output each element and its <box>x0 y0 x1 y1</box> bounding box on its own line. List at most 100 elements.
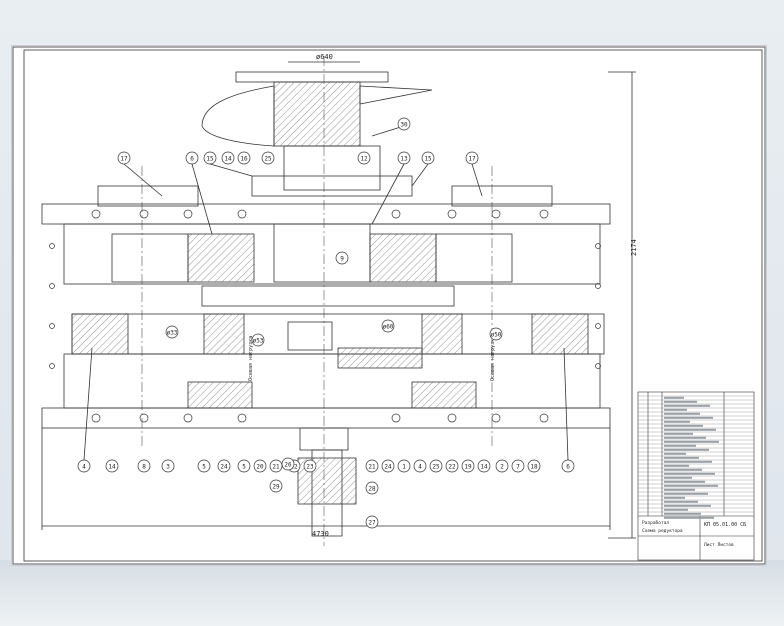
upper-left-block <box>111 233 189 283</box>
flange-bolts <box>49 209 601 423</box>
balloon-label-b25: 25 <box>264 155 272 162</box>
balloon-b7 <box>511 459 525 473</box>
right-top-box <box>451 185 553 207</box>
leader-17a <box>123 163 163 197</box>
parts-list-text-stroke <box>664 484 718 487</box>
parts-list-text-stroke <box>664 436 706 439</box>
title-line-4: Лист Листов <box>704 542 734 548</box>
parts-list-text-stroke <box>664 492 708 495</box>
balloon-label-b18: 18 <box>530 463 538 470</box>
balloon-b19 <box>461 459 475 473</box>
parts-list-text-stroke <box>664 412 700 415</box>
balloon-label-b260: ø60 <box>383 323 394 330</box>
balloon-b933 <box>165 325 179 339</box>
balloon-label-b450: ø50 <box>491 331 502 338</box>
parts-list-text-stroke <box>664 444 696 447</box>
balloon-b15a <box>203 151 217 165</box>
balloon-label-b21l: 21 <box>272 463 280 470</box>
parts-list-text-stroke <box>664 476 692 479</box>
balloon-b5l <box>197 459 211 473</box>
parts-list-text-stroke <box>664 516 714 519</box>
balloon-label-b17b: 17 <box>468 155 476 162</box>
upper-shaft-housing <box>283 145 381 191</box>
balloon-label-b22: 22 <box>290 463 298 470</box>
impeller-blade <box>201 85 275 147</box>
balloon-b9 <box>335 251 349 265</box>
parts-list-text-stroke <box>664 508 688 511</box>
center-coupling <box>287 321 333 351</box>
balloon-b12 <box>357 151 371 165</box>
left-top-box <box>97 185 199 207</box>
balloon-label-b23: 23 <box>306 463 314 470</box>
balloon-b450 <box>489 327 503 341</box>
balloon-label-b14b: 14 <box>480 463 488 470</box>
parts-list-text-stroke <box>664 480 705 483</box>
parts-list-text-stroke <box>664 464 689 467</box>
balloon-b13 <box>397 151 411 165</box>
central-gear-section <box>337 347 423 369</box>
upper-right-block <box>435 233 513 283</box>
lower-gear-left <box>203 313 245 355</box>
parts-list-text-stroke <box>664 448 709 451</box>
parts-list-text-stroke <box>664 416 713 419</box>
parts-list-text-stroke <box>664 404 710 407</box>
balloon-label-b16: 16 <box>240 155 248 162</box>
casing-top-flange <box>41 203 611 225</box>
leader-15a <box>209 163 253 177</box>
parts-list-text-stroke <box>664 420 690 423</box>
leader-13 <box>371 163 405 225</box>
balloon-label-b24: 24 <box>384 463 392 470</box>
upper-gear-left <box>187 233 255 283</box>
parts-list-text-stroke <box>664 460 712 463</box>
balloon-b14 <box>221 151 235 165</box>
lower-chamber <box>63 353 601 409</box>
balloon-label-b5b: 5 <box>242 463 246 470</box>
balloon-label-b17a: 17 <box>120 155 128 162</box>
outer-frame <box>12 46 766 565</box>
parts-list-text-stroke <box>664 500 698 503</box>
casing-bottom-flange <box>41 407 611 429</box>
balloon-b1l <box>105 459 119 473</box>
balloon-b20l <box>253 459 267 473</box>
balloon-b30 <box>397 117 411 131</box>
leader-15b <box>411 163 429 187</box>
balloon-b260 <box>381 319 395 333</box>
hatch-label-left: Осевая нагрузка <box>248 336 254 381</box>
title-line-2: Схема редуктора <box>642 528 683 534</box>
balloon-b24l <box>217 459 231 473</box>
balloon-label-b20l: 20 <box>256 463 264 470</box>
balloon-b25 <box>261 151 275 165</box>
balloon-b27 <box>365 515 379 529</box>
balloon-b6r <box>561 459 575 473</box>
balloon-label-b6r: 6 <box>566 463 570 470</box>
balloon-b2 <box>495 459 509 473</box>
upper-gear-chamber <box>63 223 601 285</box>
balloon-label-b4m: 4 <box>418 463 422 470</box>
balloon-b29 <box>269 479 283 493</box>
dimension-width: 4730 <box>312 530 329 538</box>
upper-gear-right <box>369 233 437 283</box>
balloon-label-b30: 30 <box>400 121 408 128</box>
balloon-b18 <box>527 459 541 473</box>
background-band <box>0 560 784 626</box>
balloon-b253 <box>251 333 265 347</box>
top-flange <box>235 71 389 83</box>
assembly-drawing: ø640 2174 4730 Осевая нагрузка Осевая на… <box>12 46 766 565</box>
balloon-label-b12: 12 <box>360 155 368 162</box>
lower-gear-far-right <box>531 313 589 355</box>
parts-list-text-stroke <box>664 512 701 515</box>
balloon-label-b5l: 5 <box>202 463 206 470</box>
balloon-b14b <box>477 459 491 473</box>
balloon-b4l <box>77 459 91 473</box>
lower-bearing-right <box>411 381 477 409</box>
balloon-label-b4l: 4 <box>82 463 86 470</box>
parts-list-text-stroke <box>664 424 703 427</box>
balloon-b17b <box>465 151 479 165</box>
balloon-label-b21: 21 <box>368 463 376 470</box>
parts-list-text-stroke <box>664 456 699 459</box>
balloon-label-b15b: 15 <box>424 155 432 162</box>
balloon-b15b <box>421 151 435 165</box>
drawing-sheet: ø640 2174 4730 Осевая нагрузка Осевая на… <box>12 46 766 565</box>
balloon-label-b19: 19 <box>464 463 472 470</box>
